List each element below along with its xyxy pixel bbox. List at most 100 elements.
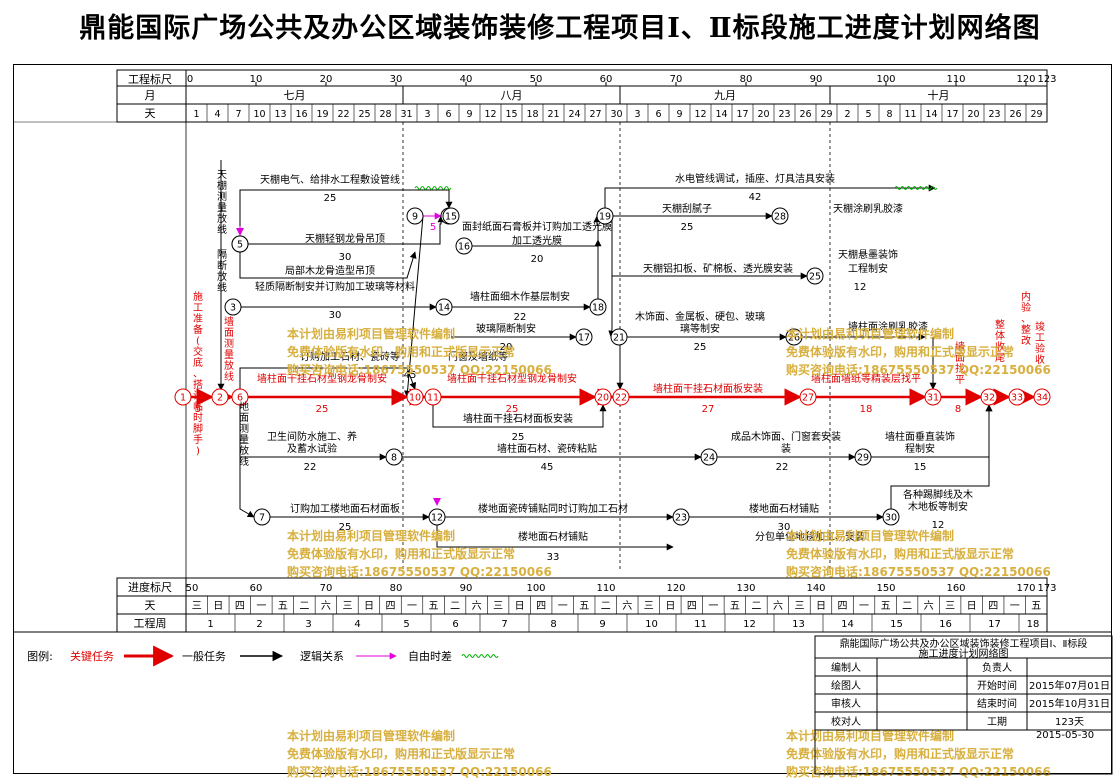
weekday-label: 二 bbox=[751, 601, 761, 612]
weekday-label: 五 bbox=[881, 601, 891, 612]
task-duration: 22 bbox=[776, 462, 789, 473]
month-label: 七月 bbox=[284, 89, 306, 102]
vertical-char: 临 bbox=[193, 400, 203, 413]
vertical-char: 整 bbox=[1021, 323, 1031, 336]
vertical-char: ( bbox=[196, 336, 200, 347]
task-label: 玻璃隔断制安 bbox=[476, 322, 536, 335]
info-table-cell: 123天 bbox=[1055, 717, 1084, 728]
scale-tick-label: 100 bbox=[876, 74, 895, 85]
node-number: 17 bbox=[578, 333, 590, 344]
network-node bbox=[596, 207, 614, 225]
node-number: 25 bbox=[809, 272, 821, 283]
week-label: 5 bbox=[403, 619, 409, 630]
network-node bbox=[428, 508, 446, 526]
progress-tick-label: 140 bbox=[806, 583, 825, 594]
week-label: 13 bbox=[792, 619, 805, 630]
day-label: 17 bbox=[946, 109, 958, 120]
task-duration: 22 bbox=[304, 462, 317, 473]
task-label: 楼地面石材铺贴 bbox=[518, 530, 588, 543]
task-label: 订购加工楼地面石材面板 bbox=[290, 502, 400, 515]
task-label: 装 bbox=[781, 442, 791, 455]
task-label: 墙柱面细木作基层制安 bbox=[470, 290, 570, 303]
free-time-marker bbox=[236, 228, 244, 236]
weekday-label: 六 bbox=[622, 600, 632, 612]
task-arrow bbox=[239, 251, 417, 279]
task-duration: 42 bbox=[749, 192, 762, 203]
day-label: 28 bbox=[379, 109, 391, 120]
task-label: 天棚铝扣板、矿棉板、透光膜安装 bbox=[643, 262, 793, 275]
vertical-char: 放 bbox=[217, 270, 227, 283]
scale-tick-label: 70 bbox=[670, 74, 683, 85]
scale-tick-label: 120 bbox=[1016, 74, 1035, 85]
node-number: 14 bbox=[438, 303, 450, 314]
vertical-char: 量 bbox=[239, 434, 249, 446]
weekday-label: 二 bbox=[450, 601, 460, 612]
weekday-label: 一 bbox=[558, 601, 568, 612]
info-table-cell: 负责人 bbox=[982, 661, 1012, 674]
vertical-char: 整 bbox=[995, 318, 1005, 331]
task-arrow bbox=[432, 404, 607, 428]
watermark-text: 购买咨询电话:18675550537 QQ:22150066 bbox=[786, 764, 1051, 778]
watermark-text: 免费体验版有水印，购用和正式版显示正常 bbox=[786, 546, 1014, 561]
vertical-char: 改 bbox=[1021, 334, 1031, 347]
week-label: 1 bbox=[207, 619, 213, 630]
page-title: 鼎能国际广场公共及办公区域装饰装修工程项目Ⅰ、Ⅱ标段施工进度计划网络图 bbox=[79, 13, 1041, 44]
weekday-label: 三 bbox=[493, 601, 503, 612]
info-table bbox=[814, 635, 1113, 775]
weekday-label: 三 bbox=[945, 601, 955, 612]
week-label: 3 bbox=[305, 619, 311, 630]
day-label: 15 bbox=[505, 109, 517, 120]
node-number: 22 bbox=[615, 393, 627, 404]
task-label: 墙柱面石材、瓷砖粘贴 bbox=[497, 442, 597, 455]
vertical-char: 放 bbox=[217, 212, 227, 225]
watermark-text: 本计划由易利项目管理软件编制 bbox=[786, 528, 954, 543]
scale-tick-label: 60 bbox=[600, 74, 613, 85]
watermark-text: 免费体验版有水印，购用和正式版显示正常 bbox=[786, 344, 1014, 359]
network-node bbox=[174, 388, 192, 406]
weekday-label: 二 bbox=[299, 601, 309, 612]
task-label: 天棚电气、给排水工程敷设管线 bbox=[260, 173, 400, 186]
vertical-char: 测 bbox=[224, 337, 234, 350]
progress-tick-label: 100 bbox=[526, 583, 545, 594]
task-duration: 45 bbox=[404, 370, 417, 381]
weekday-label: 日 bbox=[665, 601, 675, 612]
vertical-char: 交 bbox=[193, 345, 203, 358]
task-label: 天棚刮腻子 bbox=[662, 202, 712, 215]
node-number: 19 bbox=[599, 212, 611, 223]
day-label: 26 bbox=[799, 109, 811, 120]
task-duration: 25 bbox=[694, 342, 707, 353]
vertical-char: 墙 bbox=[224, 315, 234, 328]
node-number: 3 bbox=[230, 303, 236, 314]
task-duration: 25 bbox=[681, 222, 694, 233]
legend-title: 图例: bbox=[27, 649, 53, 663]
week-label: 2 bbox=[256, 619, 262, 630]
weekday-label: 一 bbox=[256, 601, 266, 612]
task-arrow bbox=[239, 367, 417, 390]
info-table-date: 2015-05-30 bbox=[1036, 730, 1094, 741]
network-node bbox=[594, 388, 612, 406]
node-number: 31 bbox=[927, 393, 939, 404]
task-label: 卫生间防水施工、养 bbox=[267, 430, 357, 443]
week-label: 7 bbox=[501, 619, 507, 630]
task-label: 成品木饰面、门窗套安装 bbox=[731, 430, 841, 443]
month-label: 八月 bbox=[501, 89, 523, 102]
vertical-char: 地 bbox=[239, 400, 249, 413]
vertical-char: ) bbox=[196, 446, 200, 457]
task-arrow bbox=[605, 215, 616, 338]
day-label: 27 bbox=[589, 109, 601, 120]
day-label: 6 bbox=[655, 109, 661, 120]
node-number: 27 bbox=[802, 393, 814, 404]
vertical-char: 验 bbox=[1021, 301, 1031, 314]
month-label: 十月 bbox=[928, 88, 950, 102]
free-time-duration: 5 bbox=[430, 222, 436, 233]
task-arrow bbox=[240, 215, 445, 245]
critical-duration: 18 bbox=[860, 404, 873, 415]
day-label: 5 bbox=[865, 109, 871, 120]
week-label: 15 bbox=[890, 619, 903, 630]
day-label: 11 bbox=[904, 109, 916, 120]
info-table-caption: 鼎能国际广场公共及办公区域装饰装修工程项目Ⅰ、Ⅱ标段 bbox=[840, 637, 1088, 650]
week-label: 18 bbox=[1027, 619, 1040, 630]
